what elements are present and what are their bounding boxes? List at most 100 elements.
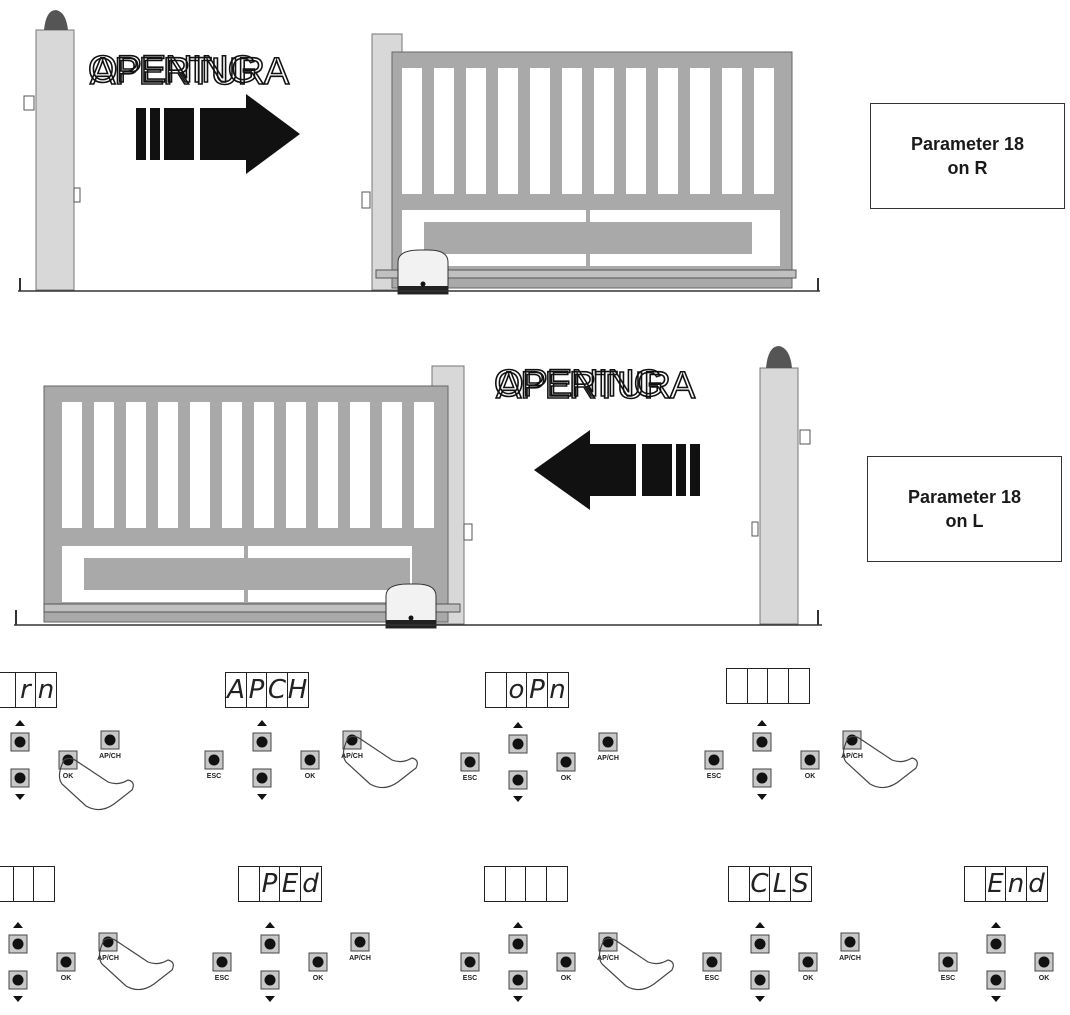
gate-bar-opening [402, 68, 422, 194]
ok-label: OK [313, 975, 324, 982]
arrow-down-icon [757, 794, 767, 800]
ok-button[interactable] [56, 952, 76, 972]
esc-button[interactable] [460, 952, 480, 972]
esc-button[interactable] [212, 952, 232, 972]
ok-button[interactable] [300, 750, 320, 770]
ok-button[interactable] [556, 952, 576, 972]
lcd-digit [12, 866, 35, 902]
gate-bar-opening [626, 68, 646, 194]
lcd-display-6: P E d [238, 866, 322, 902]
ok-button[interactable] [308, 952, 328, 972]
esc-label: ESC [707, 773, 721, 780]
esc-button[interactable] [460, 752, 480, 772]
parameter-box-l-line2: on L [945, 511, 984, 531]
apch-button[interactable] [342, 730, 362, 750]
down-button[interactable] [8, 970, 28, 990]
gate-bar-opening [158, 402, 178, 528]
parameter-box-l-line1: Parameter 18 [907, 487, 1022, 507]
diagram2-opening-text: OPENING [494, 363, 662, 405]
down-button[interactable] [508, 970, 528, 990]
arrow-down-icon [991, 996, 1001, 1002]
apch-button[interactable] [598, 932, 618, 952]
lcd-display-1: r n [0, 672, 57, 708]
gate-bar-opening [658, 68, 678, 194]
down-button[interactable] [508, 770, 528, 790]
ok-button[interactable] [1034, 952, 1054, 972]
apch-button[interactable] [100, 730, 120, 750]
up-button[interactable] [750, 934, 770, 954]
down-button[interactable] [752, 768, 772, 788]
down-button[interactable] [252, 768, 272, 788]
lcd-digit [767, 668, 789, 704]
lcd-digit [964, 866, 986, 902]
up-button[interactable] [508, 934, 528, 954]
lcd-digit: r [14, 672, 37, 708]
parameter-box-l: Parameter 18 on L [867, 456, 1062, 562]
apch-label: AP/CH [341, 753, 363, 760]
ok-button[interactable] [798, 952, 818, 972]
esc-label: ESC [463, 975, 477, 982]
arrow-down-icon [257, 794, 267, 800]
down-button[interactable] [986, 970, 1006, 990]
parameter-box-r: Parameter 18 on R [870, 103, 1065, 209]
arrow-down-icon [513, 796, 523, 802]
esc-button[interactable] [702, 952, 722, 972]
lcd-digit: P [526, 672, 548, 708]
apch-label: AP/CH [839, 955, 861, 962]
gate-bar-opening [382, 402, 402, 528]
pointing-hand-icon [842, 735, 918, 789]
down-button[interactable] [260, 970, 280, 990]
gate-bar-opening [498, 68, 518, 194]
lcd-display-5 [0, 866, 55, 902]
gate-bar-opening [466, 68, 486, 194]
apch-button[interactable] [840, 932, 860, 952]
parameter-box-r-line2: on R [947, 158, 988, 178]
lcd-digit [504, 866, 527, 902]
up-button[interactable] [986, 934, 1006, 954]
diagram2-rack [43, 603, 461, 613]
ok-button[interactable] [800, 750, 820, 770]
diagram2-right-post [751, 346, 811, 625]
esc-button[interactable] [204, 750, 224, 770]
apch-button[interactable] [842, 730, 862, 750]
down-button[interactable] [750, 970, 770, 990]
arrow-up-icon [265, 922, 275, 928]
arrow-down-icon [15, 794, 25, 800]
up-button[interactable] [260, 934, 280, 954]
apch-button[interactable] [598, 732, 618, 752]
up-button[interactable] [8, 934, 28, 954]
up-button[interactable] [10, 732, 30, 752]
ok-button[interactable] [58, 750, 78, 770]
up-button[interactable] [252, 732, 272, 752]
gate-bar-opening [62, 402, 82, 528]
apch-button[interactable] [350, 932, 370, 952]
up-button[interactable] [508, 734, 528, 754]
ok-button[interactable] [556, 752, 576, 772]
esc-button[interactable] [704, 750, 724, 770]
lcd-digit: C [748, 866, 771, 902]
arrow-up-icon [513, 922, 523, 928]
ok-label: OK [805, 773, 816, 780]
lcd-display-9: E n d [964, 866, 1048, 902]
diagram1-left-post [23, 10, 81, 291]
esc-button[interactable] [938, 952, 958, 972]
gate-bar-opening [350, 402, 370, 528]
gate-bar-opening [690, 68, 710, 194]
apch-label: AP/CH [597, 955, 619, 962]
down-button[interactable] [10, 768, 30, 788]
pointing-hand-icon [58, 757, 134, 811]
apch-button[interactable] [98, 932, 118, 952]
ok-label: OK [561, 975, 572, 982]
lcd-digit: n [546, 672, 569, 708]
lcd-display-8: C L S [728, 866, 812, 902]
pointing-hand-icon [598, 937, 674, 991]
flashing-lamp-icon [44, 10, 68, 30]
apch-label: AP/CH [349, 955, 371, 962]
up-button[interactable] [752, 732, 772, 752]
arrow-down-icon [513, 996, 523, 1002]
lcd-display-4 [726, 668, 810, 704]
